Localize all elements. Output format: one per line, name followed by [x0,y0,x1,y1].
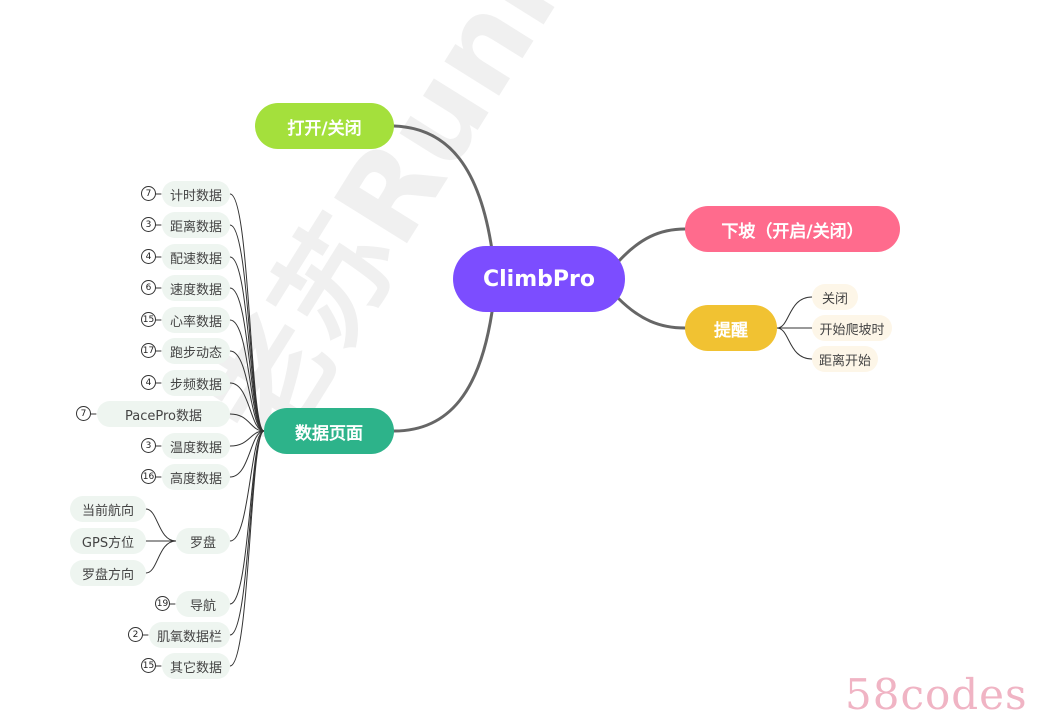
data-page-item[interactable]: 导航 [176,591,230,617]
connector-compass-sub-item [145,508,177,542]
connector-data-page-item [229,256,265,432]
connector-data-page-item [229,413,265,432]
data-page-item[interactable]: 罗盘 [176,528,230,554]
count-badge: 7 [141,186,156,201]
compass-sub-item[interactable]: 当前航向 [70,496,146,522]
count-badge: 17 [141,343,156,358]
connector-data-page-item [229,430,265,542]
data-page-item[interactable]: 计时数据 [162,181,230,207]
count-badge: 16 [141,469,156,484]
count-badge: 7 [76,406,91,421]
data-page-item[interactable]: 肌氧数据栏 [149,622,230,648]
count-badge: 4 [141,375,156,390]
connector-data-page-item [229,430,265,636]
count-badge: 6 [141,280,156,295]
count-badge: 3 [141,438,156,453]
connector-data-page-item [229,382,265,432]
count-badge: 3 [141,217,156,232]
connector-alert-option [776,296,813,329]
data-page-item[interactable]: 高度数据 [162,464,230,490]
alert-option[interactable]: 关闭 [812,284,858,310]
connector-root-alert [616,296,687,330]
count-badge: 15 [141,312,156,327]
connector-root-data-pages [392,310,494,433]
connector-root-open-close [392,124,494,252]
connector-compass-sub-item [145,540,177,574]
alert-option[interactable]: 距离开始 [812,346,878,372]
footer-brand-mark: 58codes [845,670,1028,719]
branch-data-pages[interactable]: 数据页面 [264,408,394,454]
connector-data-page-item [229,430,265,478]
compass-sub-item[interactable]: GPS方位 [70,528,146,554]
connector-data-page-item [229,319,265,432]
root-node[interactable]: ClimbPro [453,246,625,312]
branch-open-close[interactable]: 打开/关闭 [255,103,394,149]
data-page-item[interactable]: 距离数据 [162,212,230,238]
branch-downhill[interactable]: 下坡（开启/关闭） [685,206,900,252]
data-page-item[interactable]: 速度数据 [162,275,230,301]
compass-sub-item[interactable]: 罗盘方向 [70,560,146,586]
data-page-item[interactable]: 心率数据 [162,307,230,333]
connector-data-page-item [229,350,265,432]
data-page-item[interactable]: 步频数据 [162,370,230,396]
branch-alert[interactable]: 提醒 [685,305,777,351]
data-page-item[interactable]: 跑步动态 [162,338,230,364]
alert-option[interactable]: 开始爬坡时 [812,315,892,341]
data-page-item[interactable]: 其它数据 [162,653,230,679]
connector-data-page-item [229,287,265,432]
count-badge: 15 [141,658,156,673]
count-badge: 2 [128,627,143,642]
data-page-item[interactable]: PacePro数据 [97,401,230,427]
connector-root-downhill [616,227,687,264]
count-badge: 4 [141,249,156,264]
count-badge: 19 [155,596,170,611]
data-page-item[interactable]: 温度数据 [162,433,230,459]
data-page-item[interactable]: 配速数据 [162,244,230,270]
connector-data-page-item [229,430,265,667]
connector-alert-option [776,327,813,360]
